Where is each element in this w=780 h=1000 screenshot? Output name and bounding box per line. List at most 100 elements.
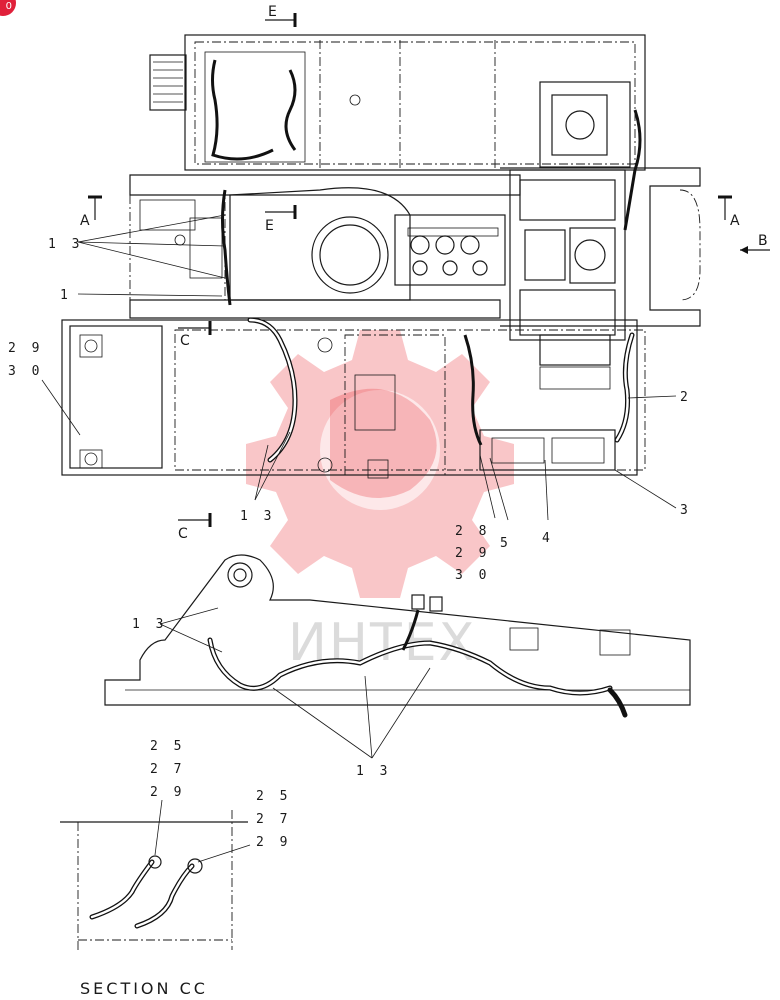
radiator — [149, 54, 187, 111]
callout-13-mid: 1 3 — [240, 509, 275, 524]
bolt — [84, 452, 98, 466]
leader — [371, 667, 431, 759]
leader — [479, 454, 496, 519]
boom-pivot-outer — [227, 562, 253, 588]
callout-29-left: 2 9 — [8, 341, 43, 356]
boom-side-view — [104, 554, 691, 718]
corner-badge-label: 0 — [5, 1, 12, 12]
connector-lead — [401, 609, 420, 651]
bracket-plate — [367, 459, 389, 479]
leader — [159, 623, 223, 653]
top-bolt — [349, 94, 361, 106]
engine-assembly — [509, 81, 642, 366]
callout-13-bottom: 1 3 — [356, 764, 391, 779]
main-frame — [129, 167, 701, 327]
top-panel-hidden — [194, 41, 636, 165]
section-grommet-1 — [148, 855, 162, 869]
battery-box — [479, 429, 616, 471]
boom-bracket-2 — [509, 627, 539, 651]
bolt — [317, 457, 333, 473]
section-cc-detail — [60, 810, 248, 950]
leader — [77, 214, 226, 243]
valve-manifold — [407, 227, 499, 237]
swing-bearing-inner — [319, 224, 381, 286]
section-title: SECTION CC — [80, 979, 208, 998]
leader — [77, 241, 226, 247]
callout-1: 1 — [60, 288, 72, 303]
section-marker-e-top: E — [268, 4, 277, 20]
boom-harness-tail — [607, 687, 628, 718]
tank-slot — [539, 366, 611, 390]
callout-30-left: 3 0 — [8, 364, 43, 379]
valve-spool — [460, 235, 480, 255]
leader — [41, 379, 81, 436]
callout-27-a: 2 7 — [150, 762, 185, 777]
harness-mid — [463, 334, 483, 446]
watermark-swirl — [330, 388, 437, 498]
leader — [489, 457, 509, 521]
battery-1 — [491, 437, 545, 464]
leader — [272, 687, 373, 759]
callout-3: 3 — [680, 503, 692, 518]
engine-pump — [539, 81, 631, 168]
section-hose-1 — [89, 859, 155, 920]
boom-bracket — [599, 629, 631, 656]
leader — [197, 844, 251, 863]
harness-core — [135, 864, 194, 928]
valve-spool — [435, 235, 455, 255]
section-grommet-2 — [187, 858, 203, 874]
leader — [614, 469, 677, 509]
top-box — [204, 51, 306, 163]
watermark-logo — [246, 330, 514, 598]
section-marker-c-upper: C — [180, 333, 190, 349]
callout-25-b: 2 5 — [256, 789, 291, 804]
control-valve — [394, 214, 506, 286]
pump-pulley — [565, 110, 595, 140]
callout-13-top: 1 3 — [48, 237, 83, 252]
connector-2 — [429, 596, 443, 612]
callout-27-b: 2 7 — [256, 812, 291, 827]
callout-29-mid: 2 9 — [455, 546, 490, 561]
boom-pivot-inner — [233, 568, 247, 582]
left-bracket — [129, 194, 226, 301]
left-bracket-bottom — [79, 449, 103, 469]
engine-base — [519, 289, 616, 336]
callout-29-b: 2 9 — [256, 835, 291, 850]
tank-cap — [354, 374, 396, 431]
right-frame-hidden — [679, 189, 701, 301]
left-bracket-top — [79, 334, 103, 358]
leader — [77, 293, 223, 297]
callout-5: 5 — [500, 536, 512, 551]
leader-lines — [41, 214, 677, 863]
engine-flywheel — [574, 239, 606, 271]
callout-13-side: 1 3 — [132, 617, 167, 632]
corner-badge: 0 — [0, 0, 16, 16]
frame-rail-top — [129, 174, 521, 196]
leader — [159, 607, 219, 625]
callout-2: 2 — [680, 390, 692, 405]
left-bolt — [174, 234, 186, 246]
section-marker-e-mid: E — [265, 218, 274, 234]
right-frame — [500, 167, 701, 327]
callout-30-mid: 3 0 — [455, 568, 490, 583]
engine-sump — [539, 334, 611, 366]
tank-cutout — [344, 334, 446, 476]
battery-2 — [551, 437, 605, 464]
valve-body — [394, 214, 506, 286]
turntable-housing — [229, 187, 411, 301]
pump-head — [551, 94, 608, 156]
tank-hidden — [174, 329, 646, 471]
harness-core — [615, 333, 634, 442]
left-plate-1 — [139, 199, 196, 231]
section-marker-b-right: B — [758, 233, 768, 249]
top-wire-2 — [284, 69, 297, 151]
engine-side — [524, 229, 566, 281]
harness-core — [208, 638, 612, 695]
boom-outline — [104, 554, 691, 706]
leader — [154, 799, 163, 856]
engine-filter — [569, 227, 616, 284]
callout-25-a: 2 5 — [150, 739, 185, 754]
harness-1 — [221, 189, 232, 306]
leader — [77, 241, 226, 279]
